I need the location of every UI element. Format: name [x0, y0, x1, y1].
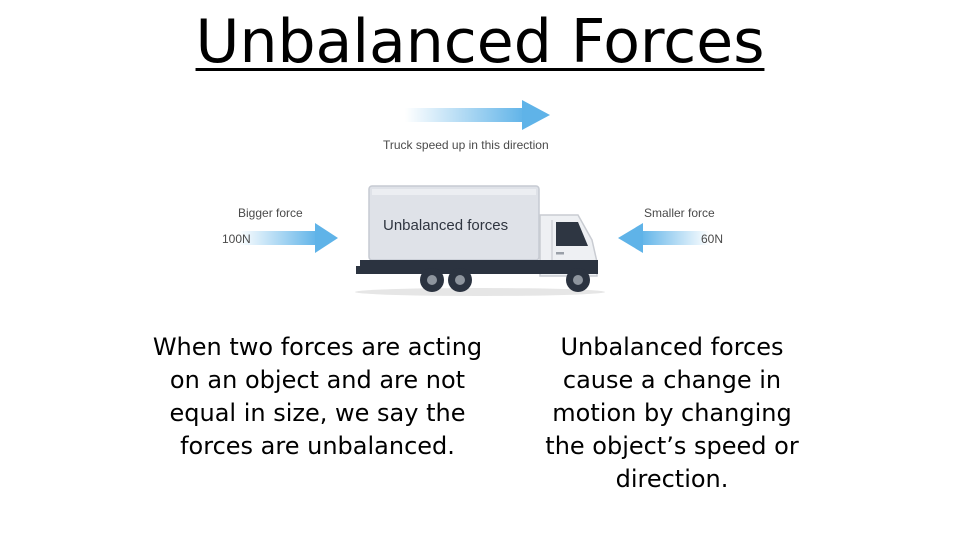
slide-title: Unbalanced Forces — [195, 7, 765, 77]
truck-icon — [355, 185, 605, 296]
bigger-force-value: 100N — [222, 232, 251, 246]
motion-label: Truck speed up in this direction — [383, 138, 549, 152]
smaller-force-label: Smaller force — [644, 206, 715, 220]
definition-text: When two forces are acting on an object … — [152, 333, 483, 460]
force-diagram — [238, 100, 710, 296]
smaller-force-arrow-icon — [618, 223, 710, 253]
bigger-force-label: Bigger force — [238, 206, 303, 220]
motion-arrow-icon — [405, 100, 550, 130]
effect-text: Unbalanced forces cause a change in moti… — [545, 333, 799, 493]
smaller-force-value: 60N — [701, 232, 724, 246]
truck-label: Unbalanced forces — [383, 217, 509, 234]
bigger-force-arrow-icon — [238, 223, 338, 253]
